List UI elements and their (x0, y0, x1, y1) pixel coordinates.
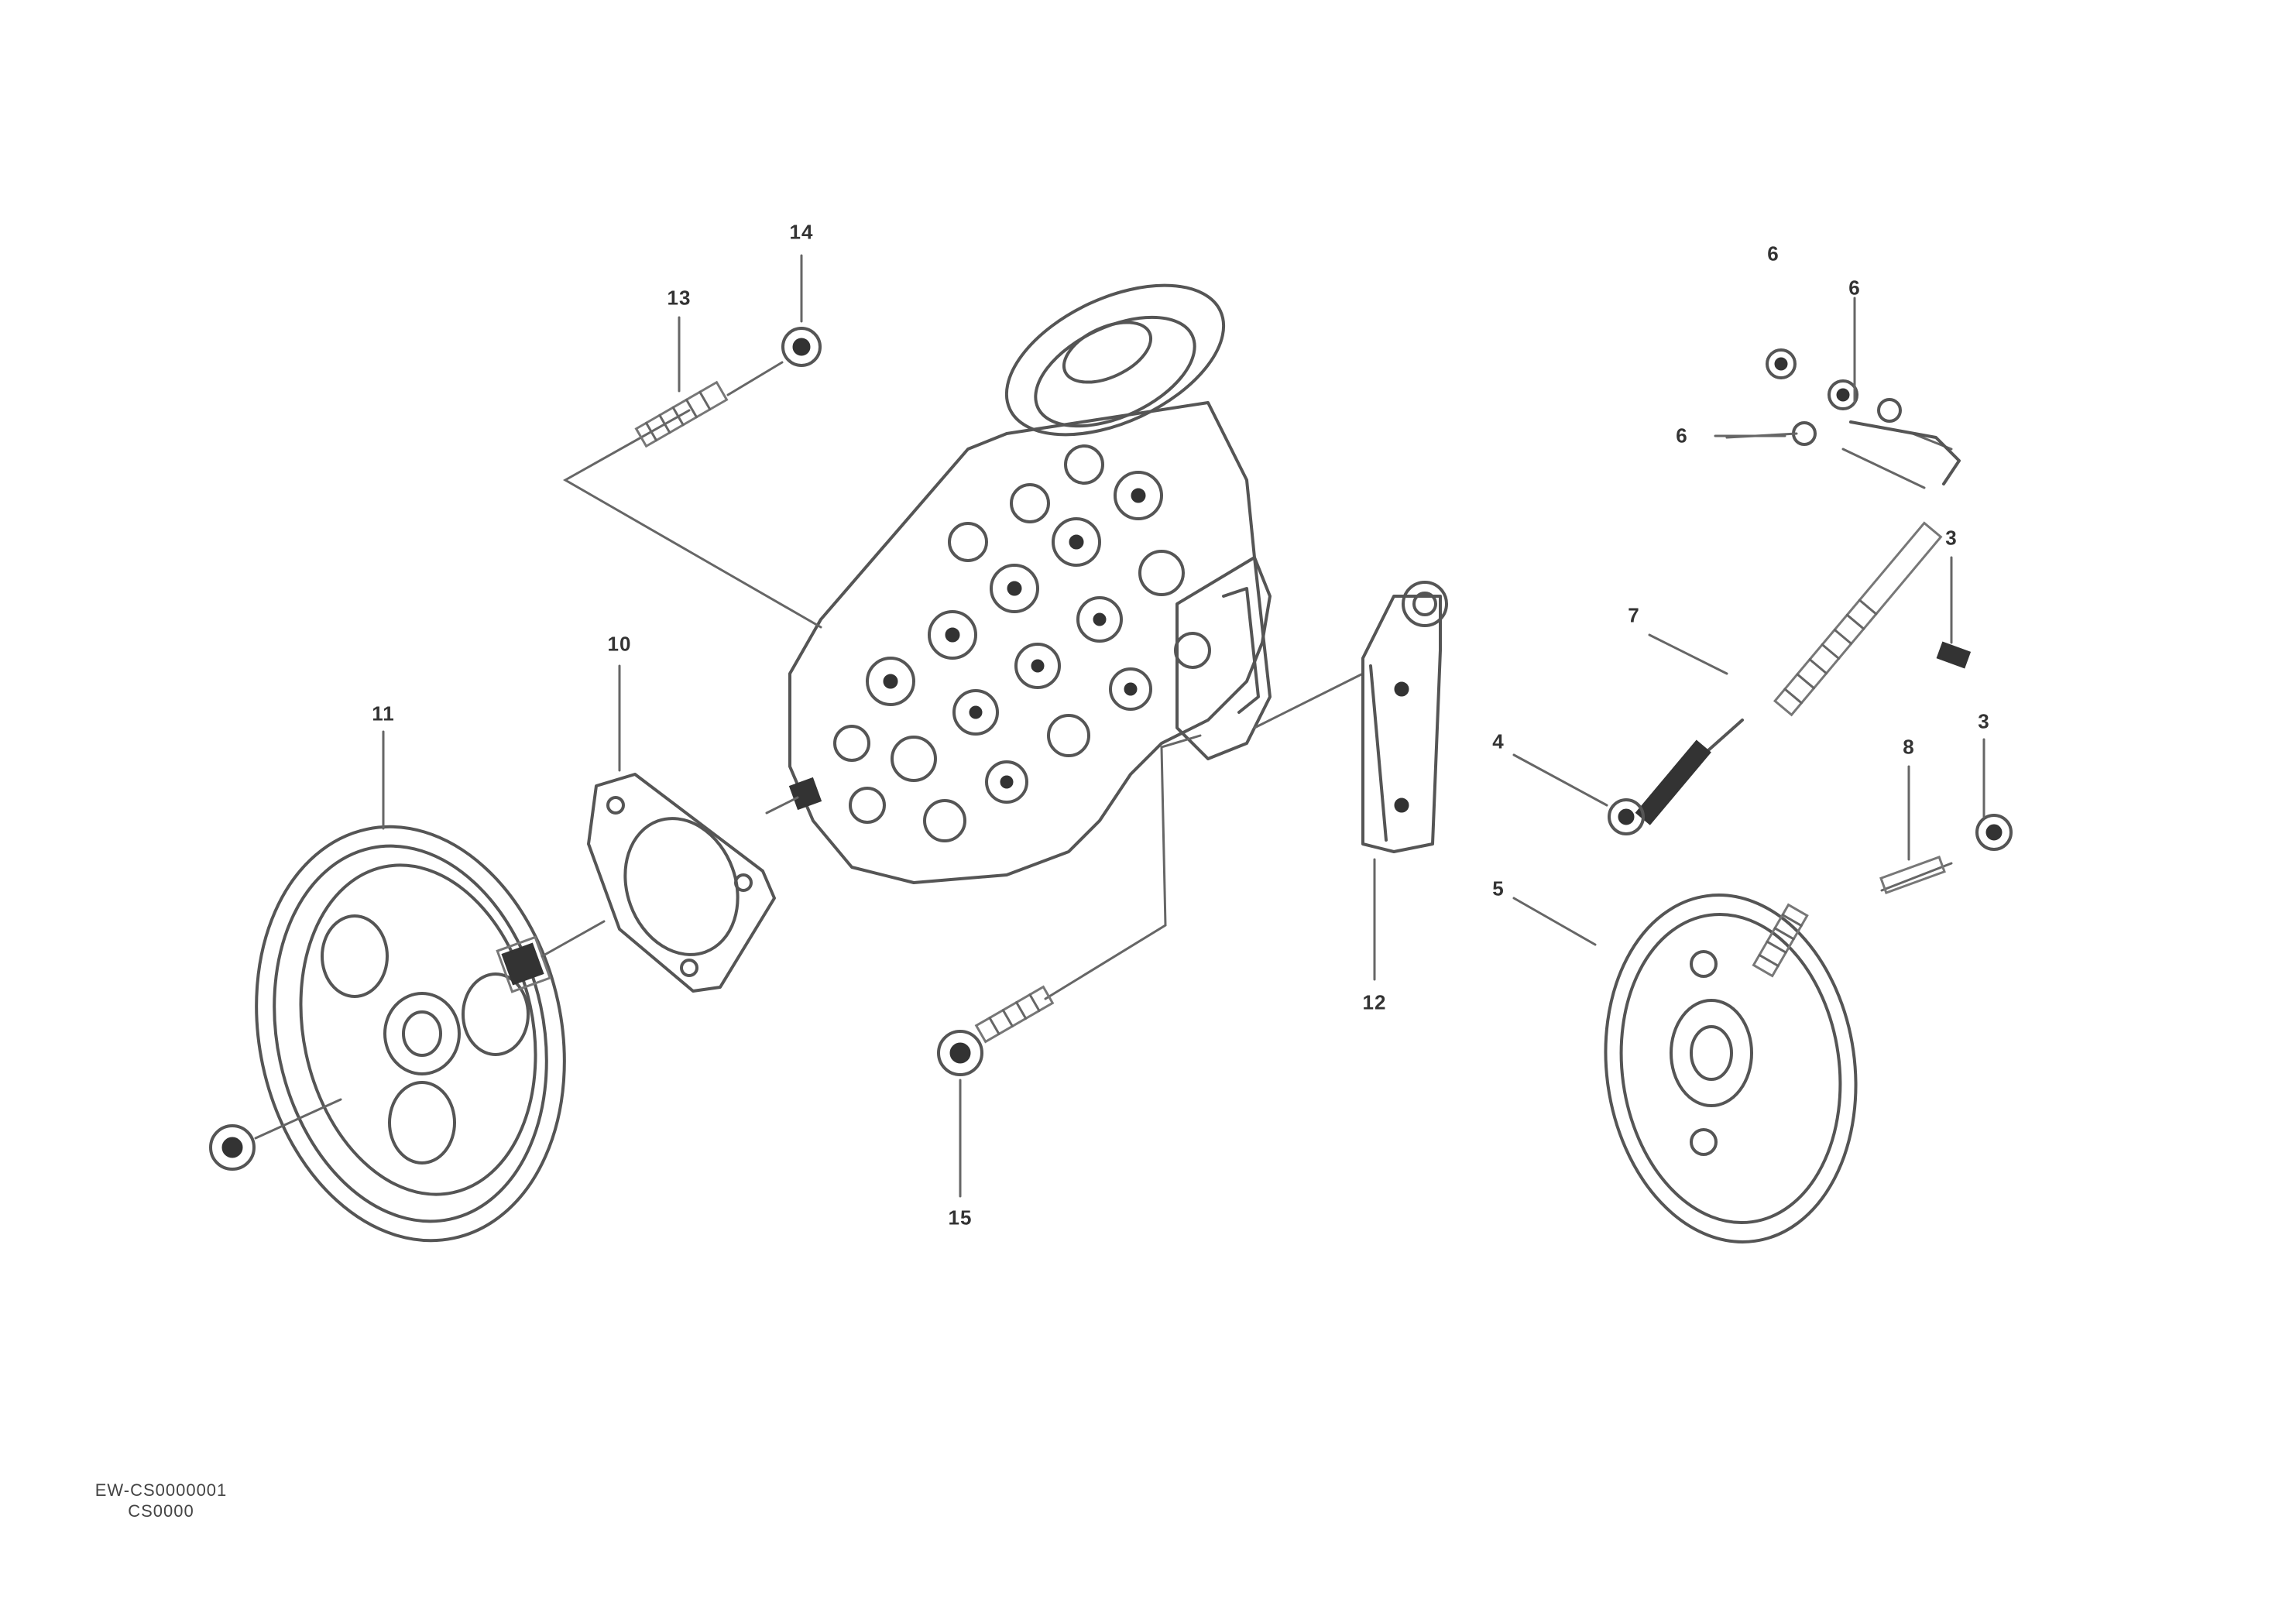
drawing-subcode: CS0000 (128, 1501, 194, 1521)
left-pulley (255, 825, 566, 1243)
callout-4: 4 (1492, 729, 1505, 753)
left-nut (209, 1098, 342, 1171)
drawing-reference: EW-CS0000001 CS0000 (68, 1480, 254, 1522)
callout-6-top-left: 6 (1767, 242, 1779, 266)
injection-pump (765, 283, 1272, 884)
fuel-pipe-bottom (937, 734, 1202, 1076)
callout-12: 12 (1362, 990, 1387, 1014)
callout-3-upper: 3 (1945, 526, 1958, 550)
drawing-code: EW-CS0000001 (94, 1480, 228, 1500)
fuel-pipe-top (562, 327, 822, 629)
callout-3-lower: 3 (1978, 709, 1990, 733)
callout-6-left: 6 (1676, 424, 1688, 448)
flange-gasket (541, 773, 776, 993)
callout-7: 7 (1628, 603, 1640, 627)
callout-15: 15 (948, 1206, 973, 1230)
callout-6-top-right: 6 (1848, 276, 1861, 300)
callout-14: 14 (789, 220, 814, 244)
linkage-rod (1608, 348, 2013, 895)
leader-lines (382, 254, 1985, 1198)
callout-5: 5 (1492, 876, 1505, 900)
bracket (1253, 581, 1448, 853)
callout-13: 13 (667, 286, 692, 310)
right-pulley (1604, 894, 1858, 1243)
callout-8: 8 (1903, 735, 1915, 759)
callout-11: 11 (372, 701, 395, 725)
callout-10: 10 (607, 632, 632, 656)
